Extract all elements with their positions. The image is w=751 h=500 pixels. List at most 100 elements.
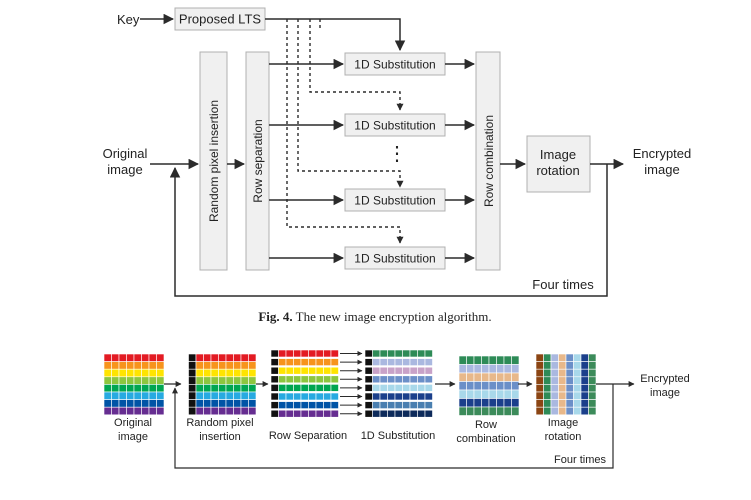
- pixel: [203, 368, 212, 378]
- pixel: [133, 353, 142, 362]
- pixel: [394, 384, 403, 392]
- pixel: [293, 384, 302, 392]
- pixel: [308, 384, 317, 392]
- pixel: [558, 376, 567, 385]
- pixel: [565, 376, 574, 385]
- pixel: [148, 353, 157, 362]
- pixel: [379, 409, 388, 418]
- pixel: [417, 358, 426, 366]
- inserted-pixel: [270, 401, 279, 409]
- pixel: [156, 353, 165, 362]
- pixel: [156, 399, 165, 408]
- pixel: [535, 384, 544, 393]
- pixel: [573, 376, 582, 385]
- pixel: [148, 368, 157, 378]
- pixel: [233, 376, 242, 385]
- pixel: [278, 366, 287, 375]
- pixel: [588, 353, 597, 362]
- pixel: [488, 364, 497, 374]
- pixel: [580, 399, 589, 408]
- pixel: [573, 368, 582, 378]
- pixel: [330, 349, 339, 358]
- pixel: [315, 375, 324, 384]
- pixel: [424, 366, 433, 375]
- pixel: [300, 409, 309, 418]
- subst-1: 1D Substitution: [269, 52, 476, 76]
- pixel: [278, 401, 287, 409]
- pixel: [402, 375, 411, 384]
- pixel: [424, 349, 433, 358]
- output-label-1: Encrypted: [633, 146, 692, 161]
- pixel: [133, 361, 142, 370]
- inserted-pixel: [188, 406, 197, 416]
- pixel: [225, 368, 234, 378]
- pixel: [103, 384, 112, 393]
- pixel: [285, 366, 294, 375]
- pixel: [218, 384, 227, 393]
- pixel: [195, 368, 204, 378]
- pixel: [481, 389, 490, 399]
- pixel: [409, 349, 418, 358]
- dotted-key-lines: [286, 19, 404, 244]
- pixel: [424, 392, 433, 401]
- pixel: [323, 358, 332, 366]
- pixel: [481, 372, 490, 382]
- pixel: [565, 353, 574, 362]
- pixel: [203, 406, 212, 416]
- inserted-pixel: [188, 353, 197, 362]
- pixel: [308, 349, 317, 358]
- pixel: [240, 376, 249, 385]
- pixel: [248, 376, 257, 385]
- pixel: [203, 384, 212, 393]
- pixel: [118, 368, 127, 378]
- pixel: [458, 381, 467, 391]
- pixel: [203, 399, 212, 408]
- inserted-pixel: [270, 349, 279, 358]
- pixel: [535, 376, 544, 385]
- pixel: [466, 364, 475, 374]
- pixel: [315, 392, 324, 401]
- pixel: [141, 399, 150, 408]
- pixel: [387, 409, 396, 418]
- pixel: [103, 361, 112, 370]
- pixel: [308, 375, 317, 384]
- stage-label-rot-1: Image: [548, 417, 579, 429]
- pixel: [308, 409, 317, 418]
- pixel: [565, 399, 574, 408]
- lts-label: Proposed LTS: [179, 12, 261, 27]
- pixel: [315, 409, 324, 418]
- pixel: [496, 406, 505, 416]
- input-label-1: Original: [103, 146, 148, 161]
- pixel: [330, 392, 339, 401]
- bottom-output-label-1: Encrypted: [640, 373, 690, 385]
- pixel: [103, 376, 112, 385]
- pixel: [473, 364, 482, 374]
- pixel: [379, 392, 388, 401]
- pixel: [278, 392, 287, 401]
- pixel: [308, 392, 317, 401]
- pixel: [323, 349, 332, 358]
- pixel: [103, 391, 112, 400]
- pixel: [156, 391, 165, 400]
- pixel: [550, 384, 559, 393]
- pixel: [118, 361, 127, 370]
- pixel: [118, 391, 127, 400]
- pixel: [323, 366, 332, 375]
- subst-grid: [364, 349, 433, 418]
- pixel: [126, 406, 135, 416]
- figure-caption: Fig. 4. The new image encryption algorit…: [258, 309, 491, 324]
- pixel: [225, 406, 234, 416]
- pixel: [315, 358, 324, 366]
- pixel: [118, 384, 127, 393]
- pixel: [111, 406, 120, 416]
- pixel: [323, 409, 332, 418]
- pixel: [323, 375, 332, 384]
- input-label-2: image: [107, 162, 142, 177]
- pixel: [372, 349, 381, 358]
- rotation-grid: [535, 353, 597, 416]
- pixel: [424, 401, 433, 409]
- pixel: [293, 401, 302, 409]
- pixel: [148, 391, 157, 400]
- pixel: [126, 368, 135, 378]
- pixel: [278, 349, 287, 358]
